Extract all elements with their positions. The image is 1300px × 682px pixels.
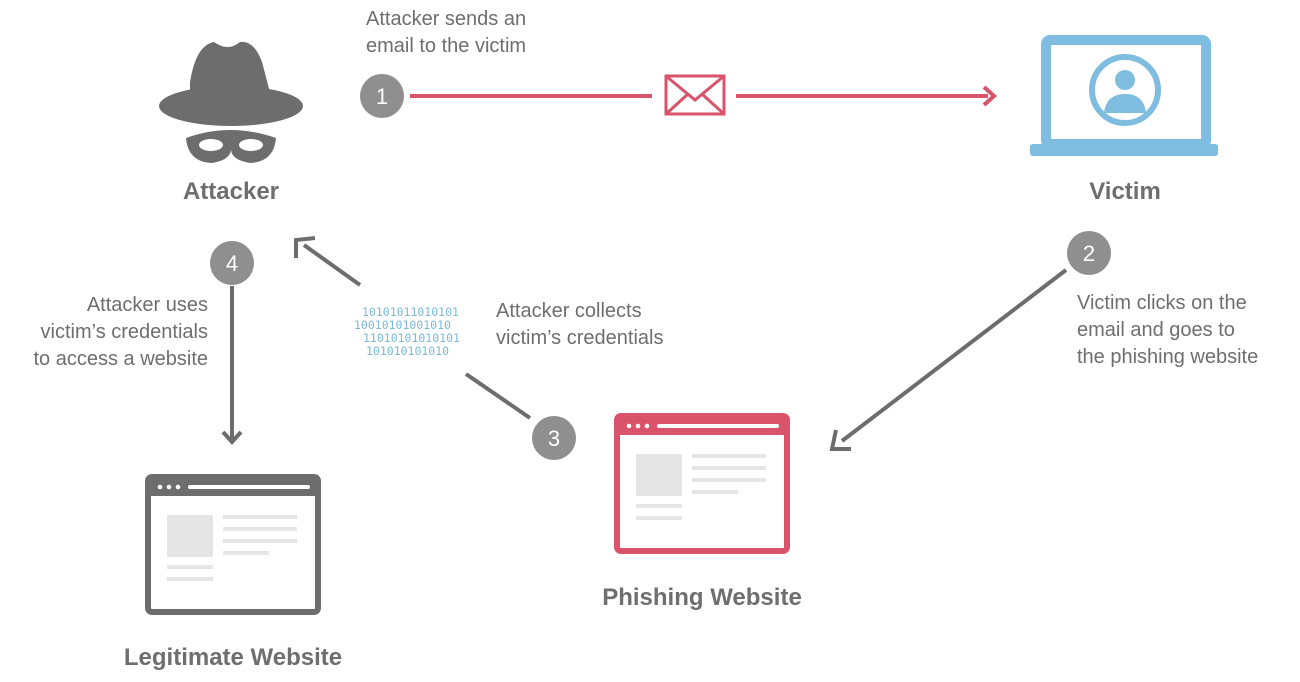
arrow-segment-attacker — [302, 243, 362, 287]
binary-line-2: 10010101001010 — [354, 318, 451, 332]
arrow-segment-phishing — [464, 372, 532, 420]
spy-hat-mask-icon — [159, 41, 303, 163]
binary-line-1: 10101011010101 — [362, 305, 459, 319]
arrow-head-to-legitimate — [221, 430, 243, 445]
browser-window-icon — [145, 474, 321, 615]
step-2-badge: 2 — [1067, 231, 1111, 275]
legitimate-website-label: Legitimate Website — [123, 644, 343, 671]
binary-line-3: 11010101010101 — [363, 331, 460, 345]
binary-line-4: 101010101010 — [366, 344, 450, 358]
step-3-number: 3 — [548, 426, 560, 451]
step-2-description: Victim clicks on the email and goes to t… — [1077, 290, 1258, 371]
step-3-badge: 3 — [532, 416, 576, 460]
victim-label: Victim — [1089, 178, 1161, 205]
step-3-description: Attacker collects victim’s credentials — [496, 298, 663, 352]
laptop-user-icon — [1030, 35, 1218, 156]
arrow-victim-to-phishing — [840, 268, 1068, 443]
step-3-line-1: Attacker collects — [496, 300, 642, 322]
arrow-head-to-attacker — [294, 236, 316, 258]
envelope-icon — [664, 74, 726, 116]
step-1-number: 1 — [376, 84, 388, 109]
step-1-line-1: Attacker sends an — [366, 8, 527, 30]
step-4-number: 4 — [226, 251, 238, 276]
step-1-line-2: email to the victim — [366, 35, 527, 57]
binary-credentials: 10101011010101 10010101001010 1101010101… — [354, 306, 460, 358]
step-4-line-3: to access a website — [33, 348, 208, 370]
step-4-description: Attacker uses victim’s credentials to ac… — [2, 292, 208, 373]
step-4-badge: 4 — [210, 241, 254, 285]
step-4-line-2: victim’s credentials — [40, 321, 208, 343]
arrow-head-victim-to-phishing — [829, 429, 851, 451]
step-2-line-1: Victim clicks on the — [1077, 292, 1247, 314]
phishing-website-label: Phishing Website — [602, 584, 802, 611]
step-2-line-2: email and goes to — [1077, 319, 1235, 341]
step-2-line-3: the phishing website — [1077, 346, 1259, 368]
step-4-line-1: Attacker uses — [86, 294, 208, 316]
attacker-label: Attacker — [182, 178, 280, 205]
step-2-number: 2 — [1083, 241, 1095, 266]
step-1-description: Attacker sends an email to the victim — [366, 6, 526, 60]
step-3-line-2: victim’s credentials — [496, 327, 664, 349]
browser-window-icon — [614, 413, 790, 554]
step-1-badge: 1 — [360, 74, 404, 118]
email-arrow-head — [982, 85, 997, 107]
